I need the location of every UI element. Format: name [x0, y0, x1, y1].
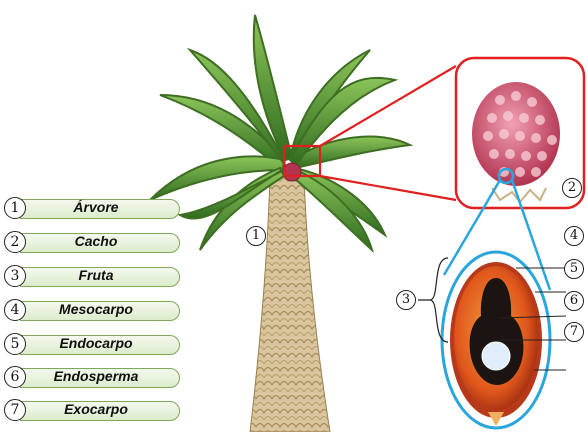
callout-exocarp: 7 [564, 322, 584, 342]
callout-mesocarp: 4 [564, 226, 584, 246]
legend-item: Endocarpo 5 [4, 333, 182, 357]
legend-item: Árvore 1 [4, 197, 182, 221]
callout-bunch: 2 [562, 178, 582, 198]
legend-label: Endosperma [26, 366, 166, 386]
legend-label: Exocarpo [26, 399, 166, 419]
legend-item: Fruta 3 [4, 265, 182, 289]
legend-number: 2 [4, 231, 26, 253]
legend-item: Cacho 2 [4, 231, 182, 255]
legend-number: 5 [4, 333, 26, 355]
legend-label: Cacho [26, 231, 166, 251]
legend-item: Mesocarpo 4 [4, 299, 182, 323]
legend-number: 7 [4, 399, 26, 421]
endosperm-shape [482, 342, 510, 370]
legend-number: 1 [4, 197, 26, 219]
callout-fruit: 3 [396, 290, 416, 310]
legend-label: Endocarpo [26, 333, 166, 353]
legend-item: Endosperma 6 [4, 366, 182, 390]
legend-label: Mesocarpo [26, 299, 166, 319]
legend-number: 3 [4, 265, 26, 287]
legend-label: Fruta [26, 265, 166, 285]
crown-bunch [283, 163, 301, 181]
legend-label: Árvore [26, 197, 166, 217]
legend-number: 4 [4, 299, 26, 321]
callout-tree: 1 [246, 226, 266, 246]
legend-item: Exocarpo 7 [4, 399, 182, 423]
callout-endocarp: 5 [564, 259, 584, 279]
palm-tree [150, 15, 410, 432]
legend-number: 6 [4, 366, 26, 388]
palm-trunk [250, 175, 330, 432]
callout-endosperm: 6 [564, 291, 584, 311]
